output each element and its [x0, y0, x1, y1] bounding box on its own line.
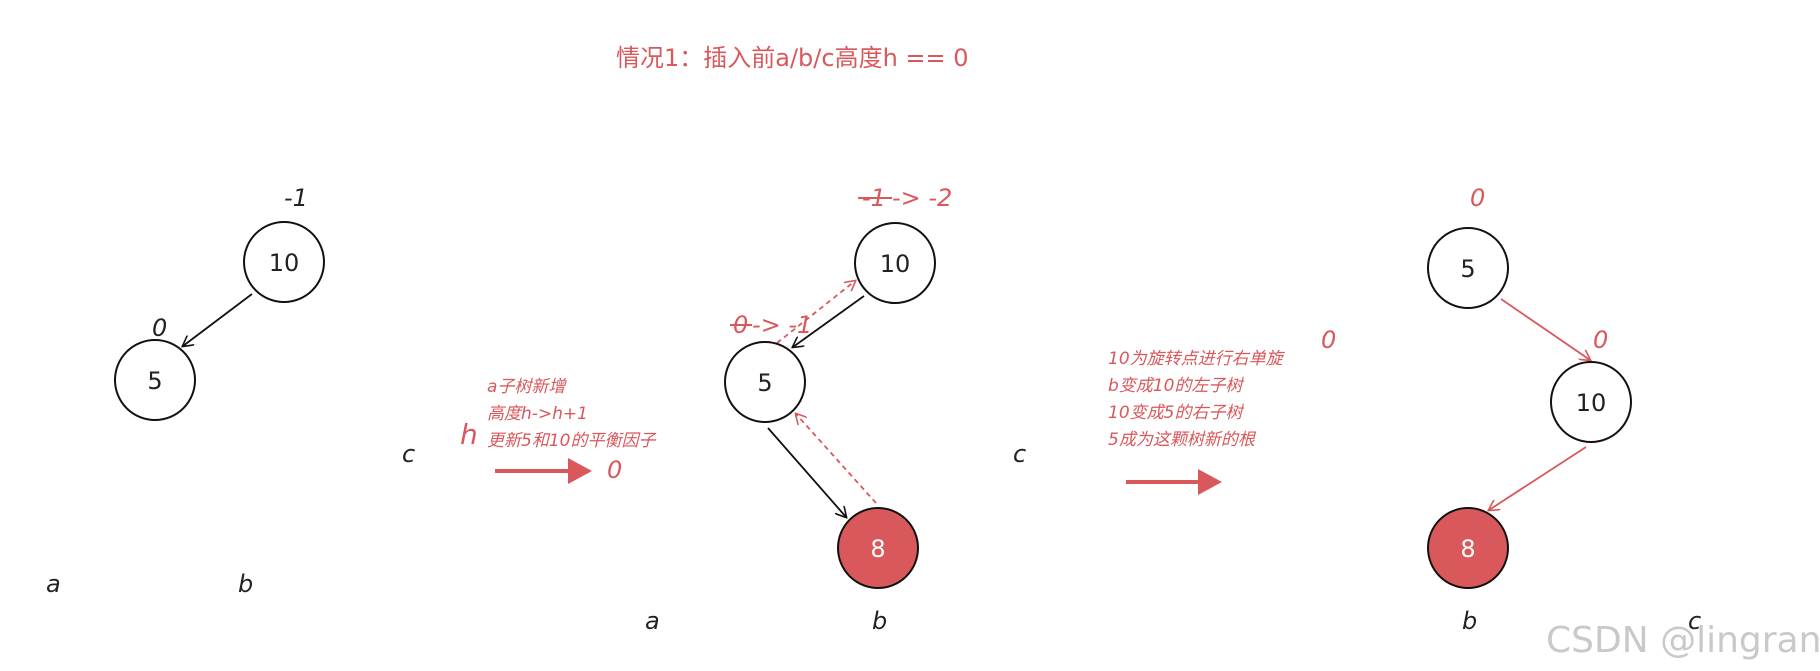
step2-line-2: b变成10的左子树 — [1108, 376, 1244, 396]
panel-before-insert: -1 10 0 5 a b c — [46, 184, 415, 598]
tree-node-8 — [1427, 507, 1509, 589]
update-path-8-to-5 — [796, 414, 877, 504]
watermark: CSDN @lingran__ — [1546, 620, 1820, 661]
balance-factor-10-new: -> -2 — [892, 184, 952, 212]
step1-zero: 0 — [607, 456, 622, 484]
subtree-label-c: c — [1013, 440, 1026, 468]
node-label-5: 5 — [757, 369, 772, 397]
height-label-h: h — [460, 418, 478, 451]
step2-line-1: 10为旋转点进行右单旋 — [1108, 349, 1286, 369]
tree-node-5-root — [1427, 227, 1509, 309]
subtree-label-a: a — [46, 570, 61, 598]
node-label-8: 8 — [1460, 535, 1475, 563]
step2-zero: 0 — [1321, 326, 1336, 354]
step1-arrow-head — [568, 458, 592, 484]
balance-factor-5-new: -> -1 — [752, 311, 812, 339]
tree-node-10 — [243, 221, 325, 303]
edge-5-to-10 — [1500, 298, 1590, 360]
node-label-5: 5 — [147, 367, 162, 395]
tree-node-5 — [724, 341, 806, 423]
panel-after-rotation: 0 5 0 10 8 b c — [1427, 184, 1701, 635]
node-label-8: 8 — [870, 535, 885, 563]
step1-line-2: 高度h->h+1 — [487, 404, 588, 424]
edge-10-to-5 — [793, 295, 865, 347]
node-label-10: 10 — [880, 250, 911, 278]
subtree-label-b: b — [872, 607, 887, 635]
edge-10-to-8 — [1489, 446, 1587, 510]
step2-arrow-head — [1198, 469, 1222, 495]
tree-node-10 — [1550, 361, 1632, 443]
subtree-label-b: b — [238, 570, 253, 598]
subtree-label-c: c — [1688, 607, 1701, 635]
update-path-5-to-10 — [776, 281, 855, 344]
balance-factor-10: -1 — [284, 184, 308, 212]
panel-after-insert: -1 -> -2 10 0 -> -1 5 8 a b c — [645, 184, 1026, 635]
step-insert-note: h a子树新增 高度h->h+1 更新5和10的平衡因子 0 — [460, 377, 656, 484]
tree-node-5 — [114, 339, 196, 421]
tree-node-8-new — [837, 507, 919, 589]
diagram-title: 情况1：插入前a/b/c高度h == 0 — [616, 44, 969, 72]
step2-line-4: 5成为这颗树新的根 — [1108, 430, 1257, 450]
balance-factor-5: 0 — [1470, 184, 1485, 212]
subtree-label-c: c — [402, 440, 415, 468]
step1-line-1: a子树新增 — [487, 377, 567, 397]
step-rotate-note: 10为旋转点进行右单旋 b变成10的左子树 10变成5的右子树 5成为这颗树新的… — [1108, 326, 1336, 495]
edge-5-to-8 — [767, 427, 846, 517]
node-label-10: 10 — [269, 249, 300, 277]
balance-factor-5: 0 — [152, 314, 167, 342]
node-label-10: 10 — [1576, 389, 1607, 417]
balance-factor-10: 0 — [1593, 326, 1608, 354]
step2-line-3: 10变成5的右子树 — [1108, 403, 1244, 423]
edge-10-to-5 — [183, 293, 253, 346]
node-label-5: 5 — [1460, 255, 1475, 283]
tree-node-10 — [854, 222, 936, 304]
subtree-label-b: b — [1462, 607, 1477, 635]
step1-line-3: 更新5和10的平衡因子 — [487, 431, 656, 451]
subtree-label-a: a — [645, 607, 660, 635]
